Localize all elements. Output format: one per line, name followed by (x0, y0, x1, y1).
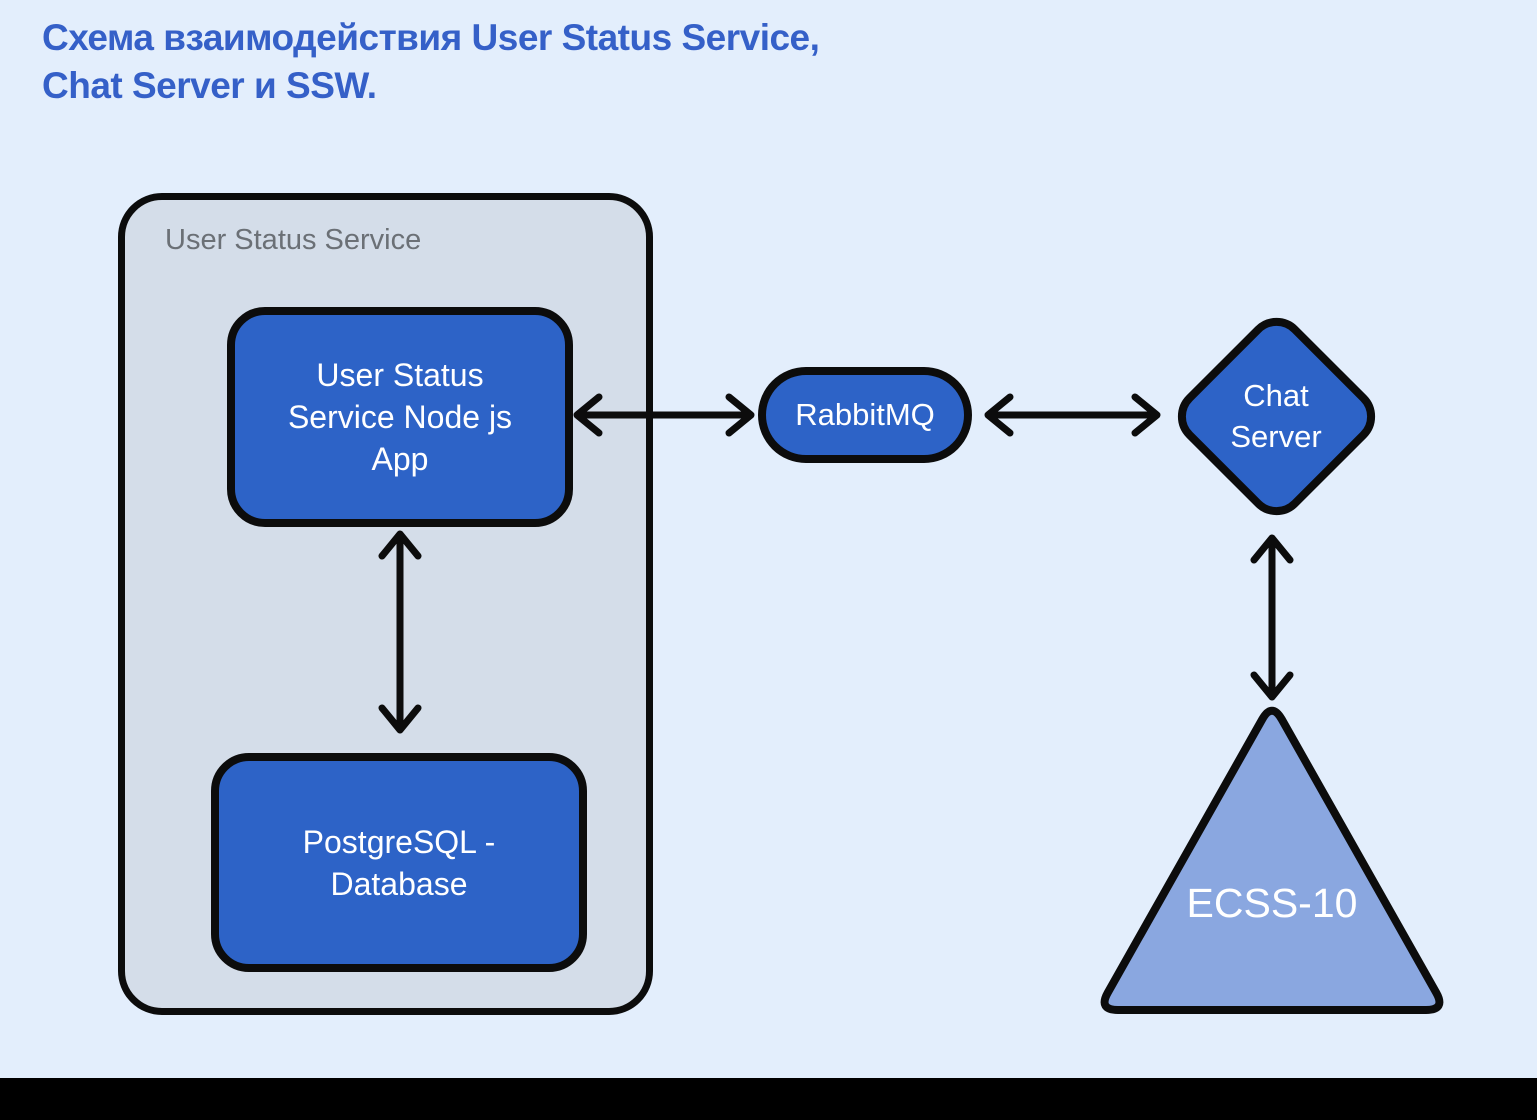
node-user-status-app-line-1: User Status (316, 357, 484, 393)
node-postgresql-database: PostgreSQL - Database (211, 753, 587, 972)
page-title: Схема взаимодействия User Status Service… (42, 14, 820, 110)
edge-chatserver-ecss10 (1250, 534, 1294, 701)
node-chat-server-line-2: Server (1230, 419, 1322, 454)
node-user-status-app-label: User Status Service Node js App (288, 354, 512, 480)
footer-bar (0, 1078, 1537, 1120)
ecss10-triangle-shape (1100, 706, 1444, 1014)
node-postgresql-line-1: PostgreSQL - (302, 823, 496, 860)
node-user-status-app: User Status Service Node js App (227, 307, 573, 527)
node-user-status-app-line-2: Service Node js (287, 399, 513, 435)
node-chat-server-label: Chat Server (1176, 375, 1376, 457)
node-postgresql-line-2: Database (330, 865, 468, 902)
node-chat-server-line-1: Chat (1243, 378, 1309, 413)
edge-rabbitmq-chatserver (984, 393, 1161, 437)
node-rabbitmq-label: RabbitMQ (795, 397, 935, 432)
page-title-line-2: Chat Server и SSW. (42, 65, 377, 106)
node-postgresql-database-label: PostgreSQL - Database (303, 821, 496, 905)
user-status-service-group-label: User Status Service (165, 224, 422, 256)
node-ecss10-label: ECSS-10 (1186, 880, 1358, 926)
node-rabbitmq: RabbitMQ (758, 367, 972, 463)
page-title-line-1: Схема взаимодействия User Status Service… (42, 17, 820, 58)
node-user-status-app-line-3: App (371, 441, 429, 477)
